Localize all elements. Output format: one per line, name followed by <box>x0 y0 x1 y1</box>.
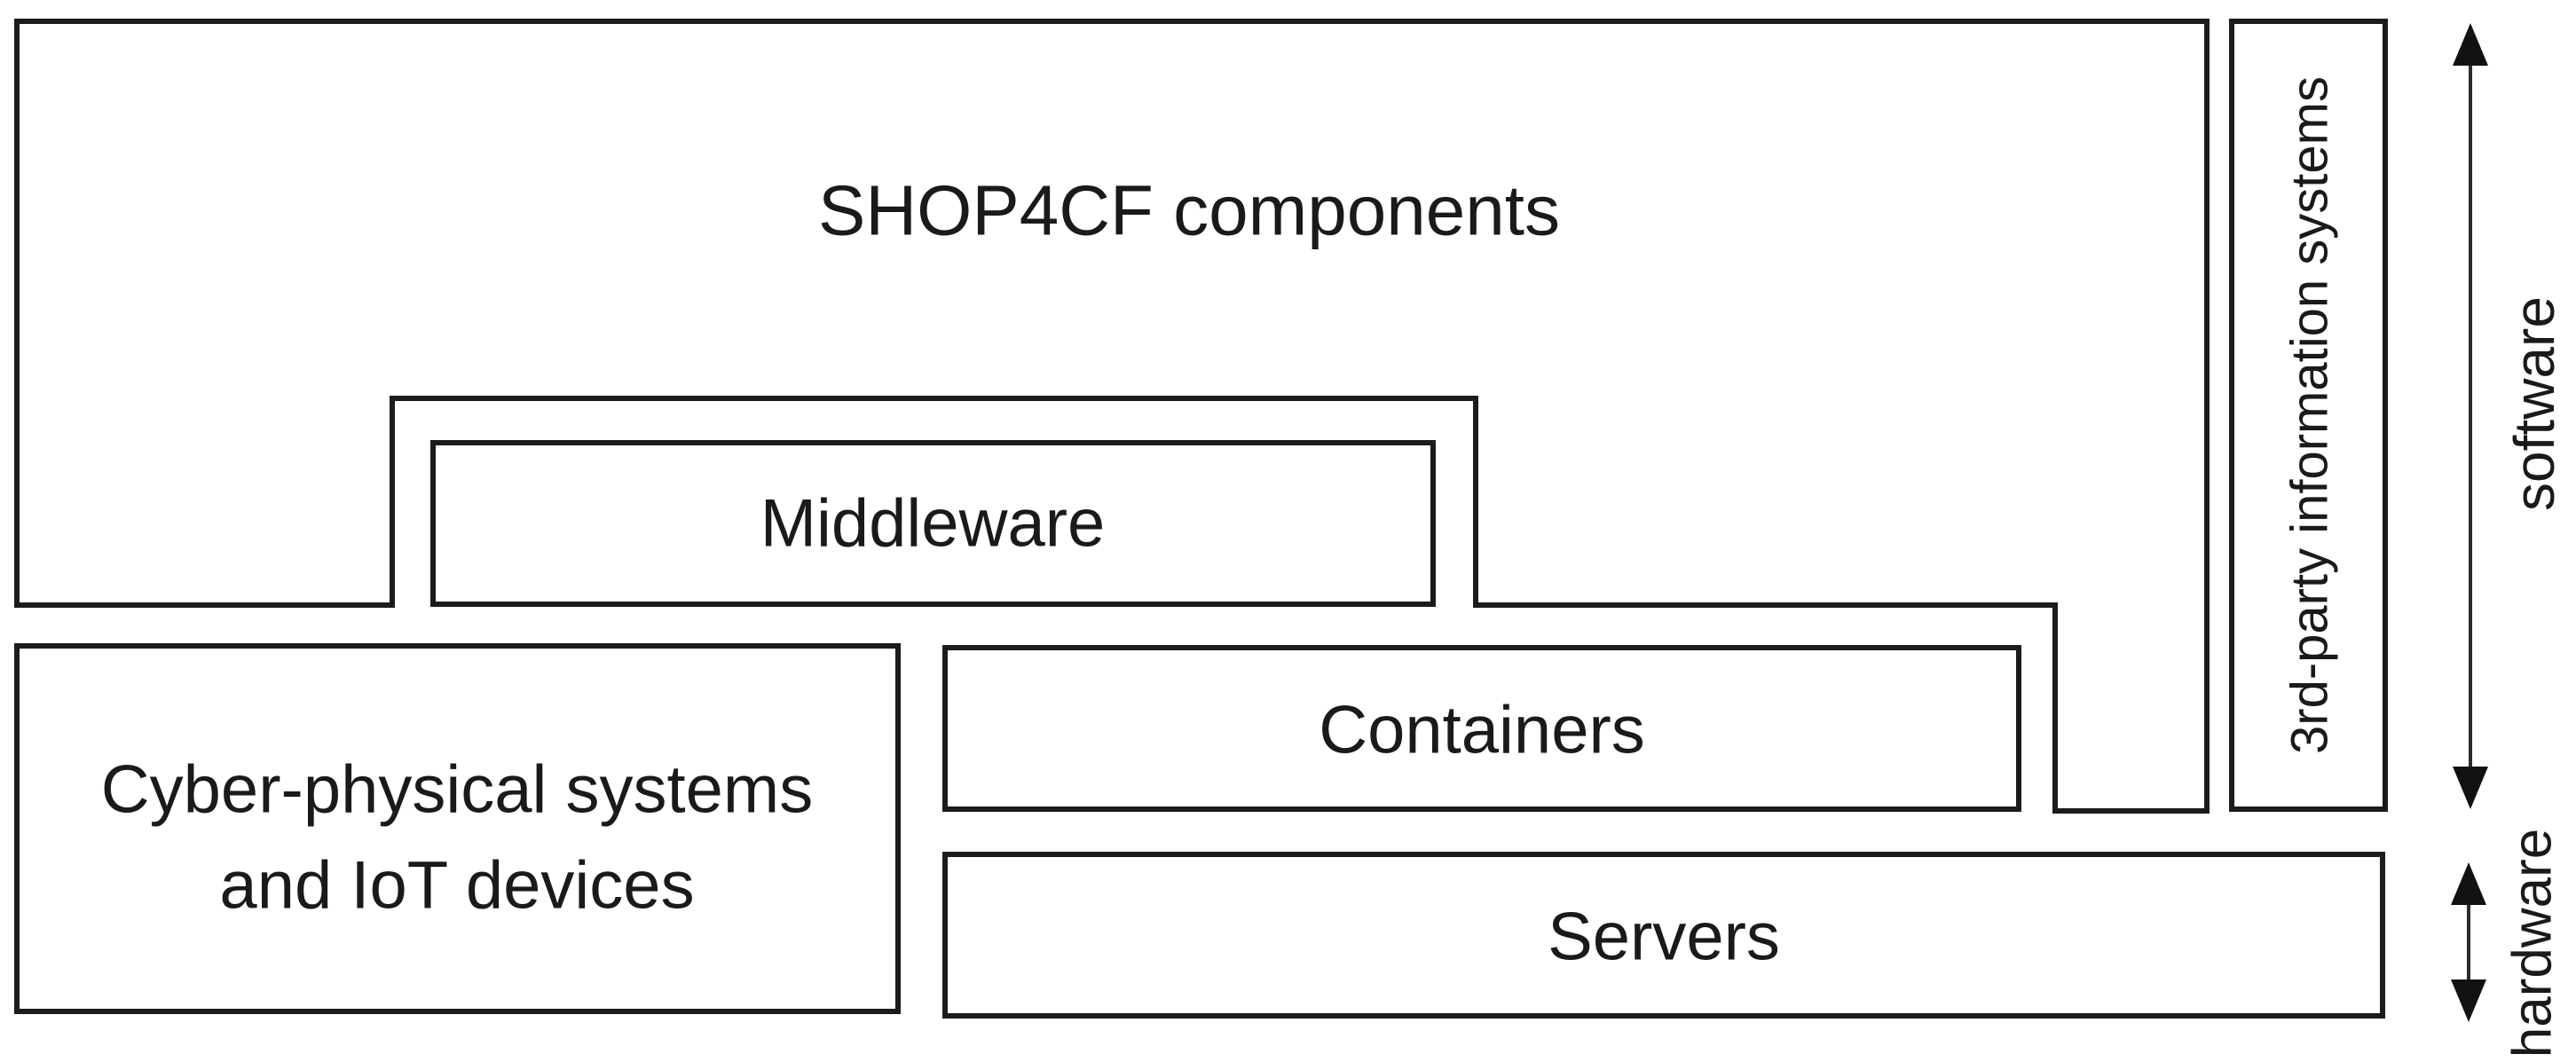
middleware-label: Middleware <box>760 486 1106 562</box>
third-party-systems-box <box>2229 19 2388 812</box>
arrowhead-down-icon <box>2451 979 2486 1022</box>
shop4cf-components-box <box>14 19 2210 814</box>
hardware-scope-arrow <box>2451 862 2486 1022</box>
cyber-physical-label-line2: and IoT devices <box>219 848 694 924</box>
cyber-physical-box <box>14 643 901 1014</box>
arrowhead-down-icon <box>2453 767 2488 809</box>
third-party-systems-label: 3rd-party information systems <box>2281 76 2339 754</box>
servers-label: Servers <box>1548 900 1780 975</box>
software-side-label: software <box>2502 296 2566 511</box>
hardware-side-label: hardware <box>2502 829 2564 1058</box>
servers-box <box>942 852 2385 1019</box>
middleware-box <box>430 440 1436 607</box>
containers-label: Containers <box>1319 693 1645 768</box>
cyber-physical-label-line1: Cyber-physical systems <box>101 752 813 828</box>
containers-box <box>942 645 2021 812</box>
arrowhead-up-icon <box>2453 23 2488 66</box>
arrowhead-up-icon <box>2451 862 2486 905</box>
software-scope-arrow <box>2453 23 2488 809</box>
shop4cf-components-label: SHOP4CF components <box>818 171 1560 250</box>
